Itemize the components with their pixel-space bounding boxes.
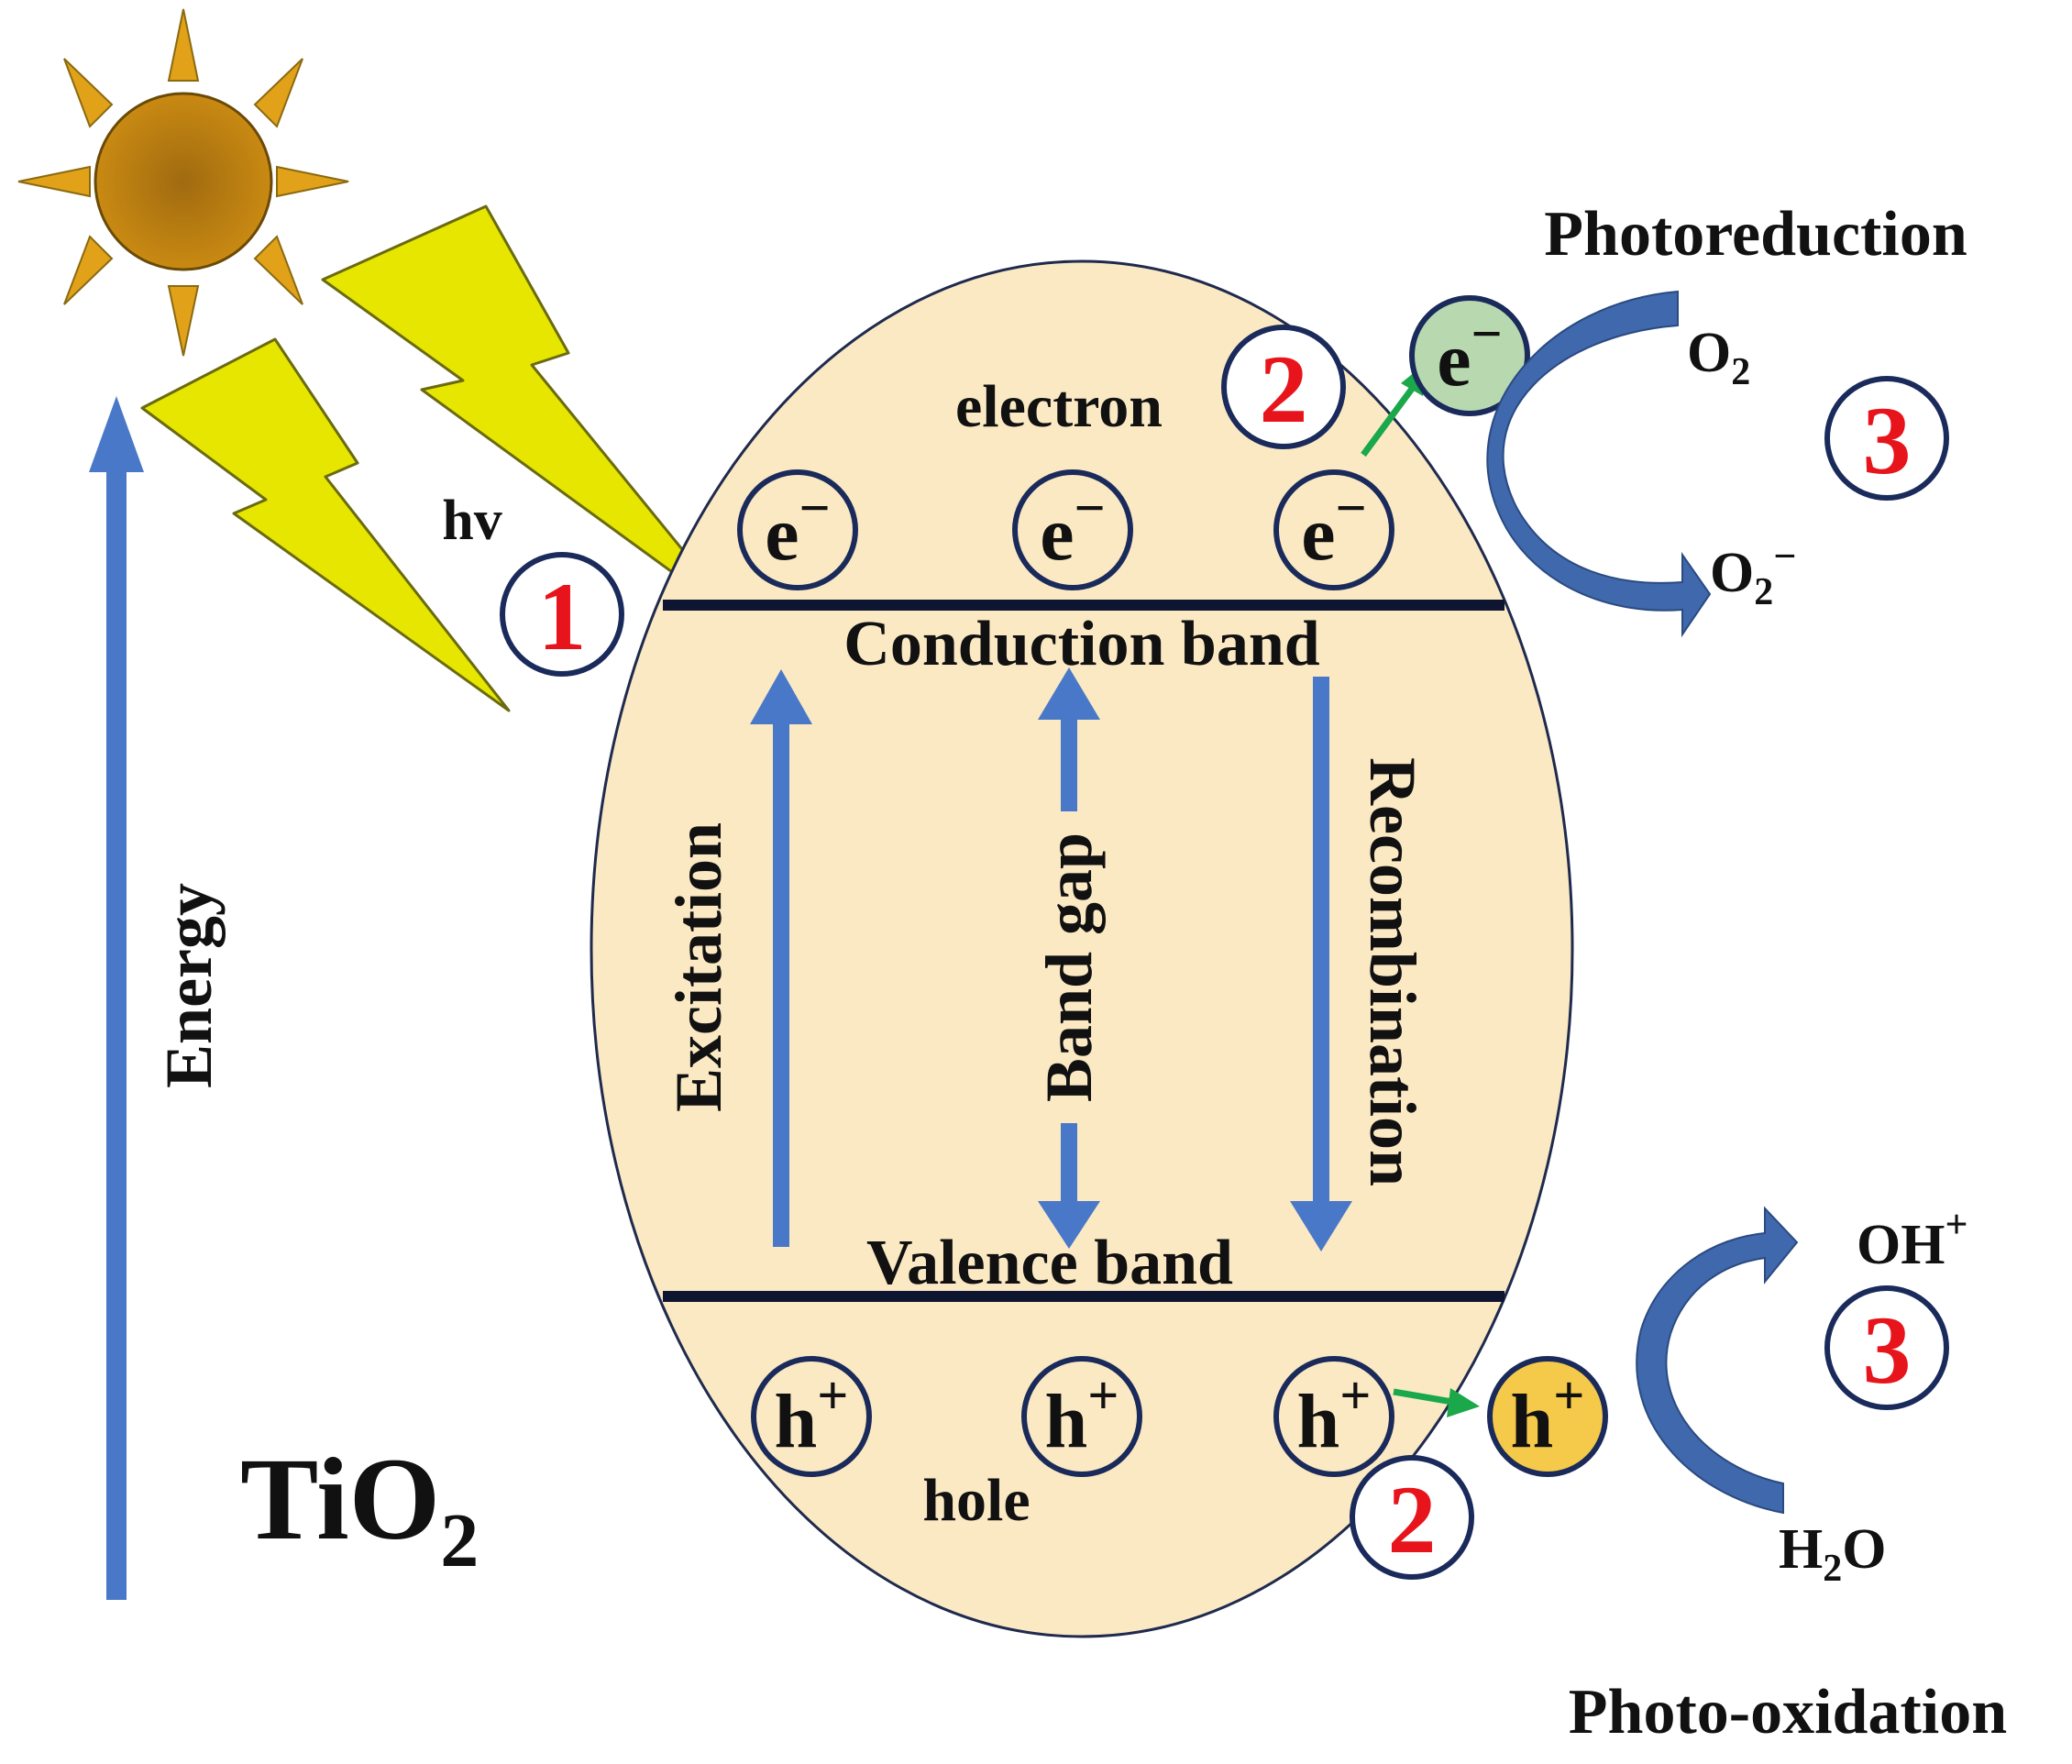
step-3-oxidation-marker: 3 <box>1824 1285 1949 1410</box>
svg-text:e−: e− <box>1040 478 1106 577</box>
conduction-band-label: Conduction band <box>843 609 1319 679</box>
svg-text:h+: h+ <box>1511 1365 1585 1464</box>
hole-carrier: h+ <box>1273 1356 1394 1477</box>
material-label: TiO2 <box>240 1434 479 1583</box>
conduction-band-line <box>663 600 1504 611</box>
hydroxyl-label: OH+ <box>1857 1202 1968 1276</box>
sun-icon <box>17 8 349 357</box>
svg-text:e−: e− <box>765 478 831 577</box>
svg-text:1: 1 <box>538 563 587 670</box>
photo-oxidation-arrow <box>1636 1206 1799 1515</box>
svg-text:e−: e− <box>1437 303 1503 402</box>
svg-text:h+: h+ <box>775 1365 849 1464</box>
photo-oxidation-title: Photo-oxidation <box>1569 1677 2007 1747</box>
band-gap-label: Band gap <box>1032 832 1106 1102</box>
recombination-label: Recombination <box>1356 757 1429 1186</box>
electron-carrier: e− <box>1273 469 1394 590</box>
superoxide-label: O2− <box>1710 534 1796 613</box>
lightning-bolt-icon <box>140 204 744 712</box>
electron-carrier: e− <box>737 469 858 590</box>
oxygen-label: O2 <box>1687 322 1750 393</box>
svg-text:e−: e− <box>1301 478 1367 577</box>
svg-text:2: 2 <box>1260 336 1308 443</box>
water-label: H2O <box>1779 1518 1886 1590</box>
hole-label: hole <box>922 1467 1030 1534</box>
recombination-arrow <box>1290 677 1352 1251</box>
electron-carrier: e− <box>1012 469 1133 590</box>
svg-text:3: 3 <box>1863 387 1912 494</box>
excitation-label: Excitation <box>662 822 735 1112</box>
valence-band-label: Valence band <box>866 1228 1233 1298</box>
step-1-marker: 1 <box>500 552 624 677</box>
photoreduction-title: Photoreduction <box>1544 199 1967 270</box>
svg-text:2: 2 <box>1388 1466 1437 1573</box>
ejected-hole: h+ <box>1487 1356 1608 1477</box>
excitation-arrow <box>750 669 812 1247</box>
hv-label: hv <box>442 490 501 552</box>
band-gap-arrow <box>1038 667 1100 1249</box>
svg-text:h+: h+ <box>1297 1365 1372 1464</box>
step-3-reduction-marker: 3 <box>1824 376 1949 501</box>
valence-band-line <box>663 1291 1504 1302</box>
hole-transfer-arrow <box>1393 1388 1480 1417</box>
step-2-hole-marker: 2 <box>1350 1455 1474 1580</box>
ejected-electron: e− <box>1409 295 1530 416</box>
step-2-electron-marker: 2 <box>1221 325 1346 449</box>
electron-label: electron <box>955 373 1163 440</box>
photoreduction-arrow <box>1486 290 1712 638</box>
svg-text:h+: h+ <box>1045 1365 1119 1464</box>
energy-arrow <box>89 396 144 1600</box>
energy-label: Energy <box>152 883 226 1088</box>
hole-carrier: h+ <box>1021 1356 1142 1477</box>
svg-text:3: 3 <box>1863 1296 1912 1404</box>
hole-carrier: h+ <box>751 1356 872 1477</box>
